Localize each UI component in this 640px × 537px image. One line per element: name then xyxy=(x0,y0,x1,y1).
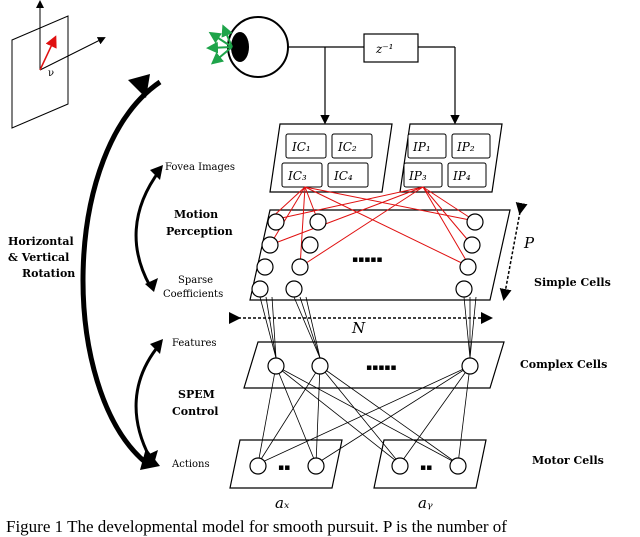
motion-perception-arrow xyxy=(134,169,162,287)
sparse-label-2: Coefficients xyxy=(163,289,223,300)
p-label: P xyxy=(523,234,535,252)
spem-label-2: Control xyxy=(172,405,218,418)
spem-label-1: SPEM xyxy=(178,388,215,401)
ax-label: aₓ xyxy=(275,494,290,512)
motion-label-2: Perception xyxy=(166,225,233,238)
motion-vector-icon: ν xyxy=(11,0,106,129)
ip2-label: IP₂ xyxy=(456,140,475,154)
simple-cells xyxy=(251,213,484,298)
complex-cells-layer xyxy=(243,341,505,389)
ip1-label: IP₁ xyxy=(412,140,431,154)
ip3-label: IP₃ xyxy=(408,169,427,183)
motor-y-ellipsis: ▪▪ xyxy=(420,463,432,473)
simple-complex-connections xyxy=(259,296,477,359)
rotation-label-2: & Vertical xyxy=(8,251,69,264)
motor-cells-label: Motor Cells xyxy=(532,454,604,467)
features-label: Features xyxy=(172,338,217,349)
ay-label: aᵧ xyxy=(418,494,433,512)
n-label: N xyxy=(351,319,366,337)
nu-label: ν xyxy=(48,68,54,79)
complex-cells-ellipsis: ▪▪▪▪▪ xyxy=(366,363,397,373)
complex-motor-connections xyxy=(257,365,471,465)
motor-y-layer xyxy=(373,439,487,489)
ic1-label: IC₁ xyxy=(291,140,311,154)
delay-label: z⁻¹ xyxy=(375,42,393,56)
motion-label-1: Motion xyxy=(174,208,218,221)
motor-x-ellipsis: ▪▪ xyxy=(278,463,290,473)
eye-icon xyxy=(206,16,289,78)
sparse-label-1: Sparse xyxy=(178,275,213,286)
ip-image-block: IP₁ IP₂ IP₃ IP₄ xyxy=(399,123,503,193)
motor-cells xyxy=(249,457,467,475)
complex-cells xyxy=(267,357,479,375)
complex-cells-label: Complex Cells xyxy=(520,358,607,371)
simple-cells-label: Simple Cells xyxy=(534,276,611,289)
rotation-label-1: Horizontal xyxy=(8,235,74,248)
fovea-label: Fovea Images xyxy=(165,162,235,173)
ic2-label: IC₂ xyxy=(337,140,357,154)
ic-image-block: IC₁ IC₂ IC₃ IC₄ xyxy=(269,123,393,193)
delay-block xyxy=(363,33,419,63)
sparse-coding-connections xyxy=(267,186,476,268)
rotation-arrow xyxy=(80,79,162,464)
figure-caption: Figure 1 The developmental model for smo… xyxy=(6,517,507,536)
ic4-label: IC₄ xyxy=(333,169,353,183)
spem-control-arrow xyxy=(134,343,162,459)
motor-x-layer xyxy=(229,439,343,489)
actions-label: Actions xyxy=(171,459,210,470)
rotation-label-3: Rotation xyxy=(22,267,75,280)
simple-cells-layer xyxy=(249,209,511,301)
ic3-label: IC₃ xyxy=(287,169,307,183)
ip4-label: IP₄ xyxy=(452,169,471,183)
simple-cells-ellipsis: ▪▪▪▪▪ xyxy=(352,255,383,265)
